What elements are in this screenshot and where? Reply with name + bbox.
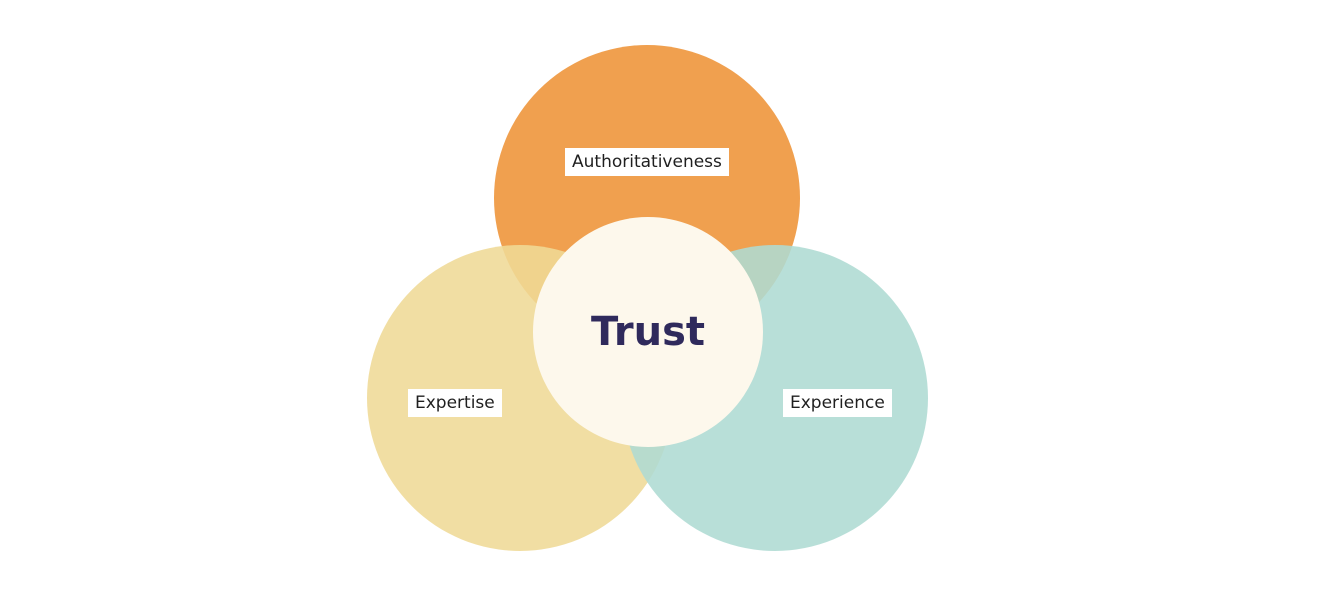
label-experience: Experience [783,389,892,417]
circle-trust [533,217,763,447]
label-trust: Trust [590,309,706,355]
label-expertise: Expertise [408,389,502,417]
label-authoritativeness: Authoritativeness [565,148,729,176]
